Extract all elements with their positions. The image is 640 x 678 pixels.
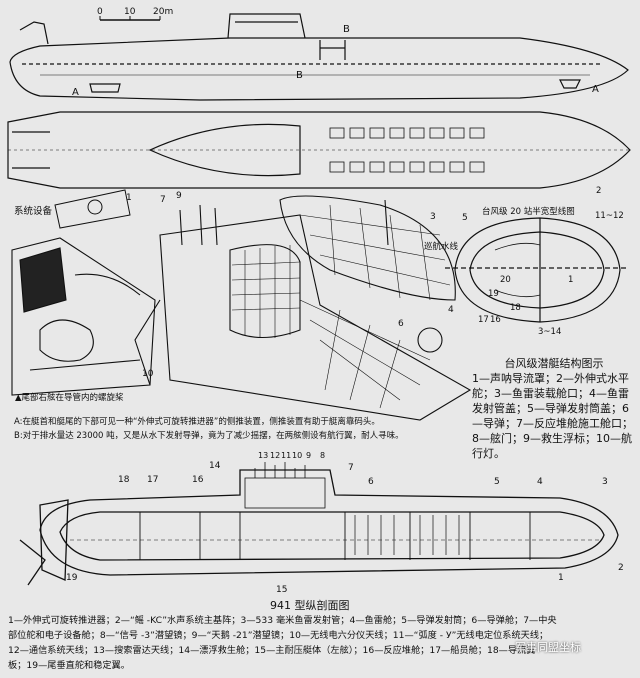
scale-zero: 0 <box>97 7 103 17</box>
profile-num-9: 9 <box>306 451 311 460</box>
section-num-17: 17 <box>478 315 489 325</box>
scale-bar: 0 10 20m <box>97 7 173 21</box>
section-num-18: 18 <box>510 303 521 313</box>
section-num-2: 2 <box>596 186 601 196</box>
callout-3: 3 <box>430 212 436 222</box>
callout-6: 6 <box>398 319 404 329</box>
legend-top: 台风级潜艇结构图示 1—声呐导流罩；2—外伸式水平 舵；3—鱼雷装载舱口；4—鱼… <box>472 356 636 461</box>
scale-twenty: 20m <box>153 7 173 17</box>
legend-top-line-6: 行灯。 <box>472 447 505 460</box>
callout-4: 4 <box>448 305 454 315</box>
top-profile-view <box>9 13 629 101</box>
tail-inset <box>11 237 156 396</box>
profile-title: 941 型纵剖面图 <box>270 599 350 612</box>
legend-top-line-1: 1—声呐导流罩；2—外伸式水平 <box>472 372 629 385</box>
profile-num-1: 1 <box>558 573 564 583</box>
label-b-mid: B <box>296 70 303 81</box>
legend-top-line-5: 8—舷门；9—救生浮标；10—航 <box>472 432 632 445</box>
profile-num-14: 14 <box>209 461 221 471</box>
profile-num-13: 13 <box>258 451 268 460</box>
label-system-device: 系统设备 <box>14 205 53 217</box>
perspective-hull <box>134 195 472 421</box>
legend-bottom-line-1: 1—外伸式可旋转推进器；2—“鳐 -KC”水声系统主基阵；3—533 毫米鱼雷发… <box>8 615 557 626</box>
section-num-16: 16 <box>490 315 501 325</box>
legend-bottom: 1—外伸式可旋转推进器；2—“鳐 -KC”水声系统主基阵；3—533 毫米鱼雷发… <box>8 613 638 673</box>
plan-view <box>7 111 631 189</box>
legend-top-line-4: —导弹；7—反应堆舱施工舱口； <box>472 417 633 430</box>
callout-5: 5 <box>462 213 468 223</box>
label-a-right: A <box>592 84 599 95</box>
profile-num-11: 11 <box>281 451 291 460</box>
section-title: 台风级 20 站半宽型线图 <box>482 206 575 217</box>
legend-bottom-line-4: 板；19—尾垂直舵和稳定翼。 <box>8 660 130 671</box>
profile-num-4: 4 <box>537 477 543 487</box>
profile-num-12: 12 <box>270 451 280 460</box>
section-num-20: 20 <box>500 275 511 285</box>
profile-num-18: 18 <box>118 475 130 485</box>
profile-num-15: 15 <box>276 585 287 595</box>
note-b: B:对于排水量达 23000 吨，又是从水下发射导弹，竟为了减少摇摆，在两舷侧设… <box>14 431 404 441</box>
label-b-top: B <box>343 24 350 35</box>
profile-num-17: 17 <box>147 475 158 485</box>
profile-num-6: 6 <box>368 477 374 487</box>
profile-num-8: 8 <box>320 451 325 460</box>
callout-10: 10 <box>142 369 154 379</box>
callout-9: 9 <box>176 191 182 201</box>
watermark: 军事同盟坐标 <box>515 641 581 654</box>
callout-7: 7 <box>160 195 166 205</box>
profile-num-5: 5 <box>494 477 500 487</box>
half-breadth-section <box>445 217 628 323</box>
system-device-inset <box>54 189 131 229</box>
note-a: A:在艇首和艇尾的下部可见一种“外伸式可旋转推进器”的侧推装置，侧推装置有助于艇… <box>14 417 380 427</box>
legend-bottom-line-3: 12—通信系统天线；13—搜索雷达天线；14—漂浮救生舱；15—主耐压艇体（左舷… <box>8 645 536 656</box>
profile-num-7: 7 <box>348 463 354 473</box>
profile-num-19: 19 <box>66 573 78 583</box>
profile-num-10: 10 <box>292 451 302 460</box>
legend-top-line-2: 舵；3—鱼雷装载舱口；4—鱼雷 <box>472 387 629 400</box>
label-tail-propeller: ▲尾部右舷在导管内的螺旋桨 <box>15 392 124 403</box>
section-num-19: 19 <box>488 289 499 299</box>
callout-1: 1 <box>126 193 132 203</box>
legend-top-line-3: 发射管盖；5—导弹发射筒盖；6 <box>472 402 629 415</box>
profile-num-3: 3 <box>602 477 608 487</box>
section-num-3-14: 3~14 <box>538 327 561 337</box>
longitudinal-section <box>19 462 619 586</box>
label-a-left: A <box>72 87 79 98</box>
label-waterline: 巡航水线 <box>424 241 459 252</box>
section-num-1: 1 <box>568 275 573 285</box>
profile-num-16: 16 <box>192 475 204 485</box>
legend-top-title: 台风级潜艇结构图示 <box>504 357 604 370</box>
legend-bottom-line-2: 部位舵和电子设备舱；8—“信号 -3”潜望镜；9—“天鹅 -21”潜望镜；10—… <box>8 630 549 641</box>
section-num-11-12: 11~12 <box>595 211 624 221</box>
scale-ten: 10 <box>124 7 136 17</box>
profile-num-2: 2 <box>618 563 624 573</box>
